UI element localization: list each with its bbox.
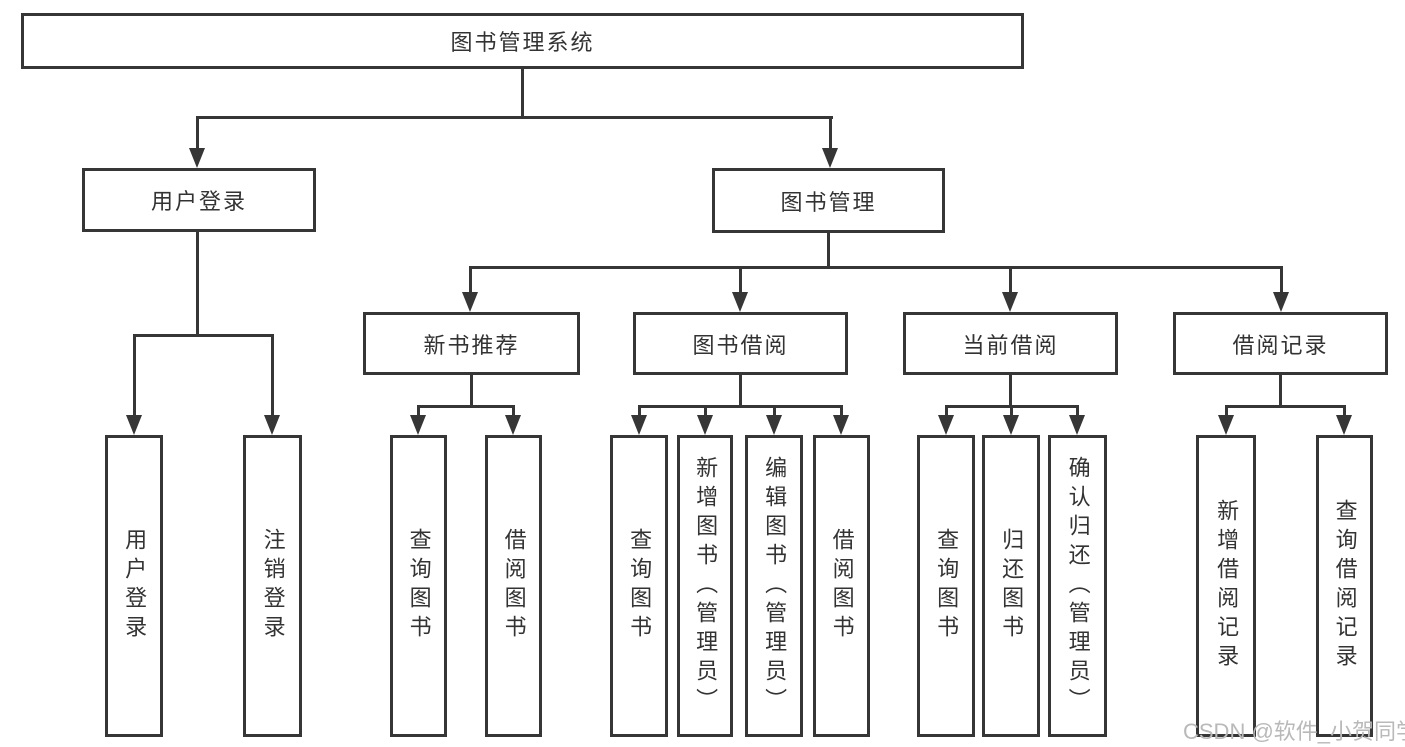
leaf-newbook-query-books-label: 查询图书 bbox=[406, 528, 432, 644]
node-borrow-records: 借阅记录 bbox=[1173, 312, 1388, 375]
leaf-current-confirm-return-label: 确认归还（管理员） bbox=[1065, 455, 1091, 717]
leaf-logout-login-label: 注销登录 bbox=[260, 528, 286, 644]
node-current-borrow: 当前借阅 bbox=[903, 312, 1118, 375]
leaf-borrow-borrow-books-label: 借阅图书 bbox=[829, 528, 855, 644]
leaf-borrow-add-books-label: 新增图书（管理员） bbox=[693, 455, 719, 717]
node-root-label: 图书管理系统 bbox=[450, 30, 595, 55]
connector-newbook-stem-2 bbox=[512, 405, 515, 419]
node-book-management-label: 图书管理 bbox=[780, 189, 877, 215]
connector-bookmgmt-hline bbox=[469, 266, 1283, 269]
leaf-current-query-books-label: 查询图书 bbox=[934, 528, 960, 644]
arrow-down-icon bbox=[264, 415, 280, 435]
connector-newbook-vline bbox=[470, 374, 473, 407]
csdn-watermark: CSDN @软件_小贺同学 bbox=[1183, 719, 1405, 744]
leaf-current-confirm-return: 确认归还（管理员） bbox=[1048, 435, 1107, 737]
node-book-borrow: 图书借阅 bbox=[633, 312, 848, 375]
node-user-login-label: 用户登录 bbox=[150, 189, 247, 214]
connector-currentborrow-vline bbox=[1009, 374, 1012, 407]
connector-bookborrow-hline bbox=[638, 405, 843, 408]
leaf-borrow-edit-books: 编辑图书（管理员） bbox=[745, 435, 803, 737]
connector-bookmgmt-stem-4 bbox=[1280, 266, 1283, 294]
leaf-user-login: 用户登录 bbox=[105, 435, 163, 737]
connector-bookmgmt-stem-3 bbox=[1009, 266, 1012, 294]
connector-userlogin-stem-1 bbox=[133, 334, 136, 418]
node-root: 图书管理系统 bbox=[21, 13, 1024, 69]
connector-borrowrecords-hline bbox=[1225, 405, 1346, 408]
connector-bookborrow-vline bbox=[739, 374, 742, 407]
leaf-user-login-label: 用户登录 bbox=[122, 528, 148, 644]
connector-borrowrecords-stem-1 bbox=[1225, 405, 1228, 419]
connector-bookborrow-stem-4 bbox=[840, 405, 843, 419]
connector-bookborrow-stem-1 bbox=[638, 405, 641, 419]
connector-userlogin-hline bbox=[133, 334, 274, 337]
leaf-borrow-add-books: 新增图书（管理员） bbox=[677, 435, 733, 737]
leaf-records-query-record-label: 查询借阅记录 bbox=[1332, 499, 1358, 673]
arrow-down-icon bbox=[1003, 415, 1019, 435]
leaf-borrow-query-books-label: 查询图书 bbox=[627, 528, 653, 644]
node-user-login: 用户登录 bbox=[82, 168, 316, 232]
arrow-down-icon bbox=[822, 148, 838, 168]
leaf-newbook-borrow-books: 借阅图书 bbox=[485, 435, 542, 737]
arrow-down-icon bbox=[833, 415, 849, 435]
node-new-book-recommend-label: 新书推荐 bbox=[423, 332, 520, 358]
connector-root-stem-left bbox=[196, 116, 199, 150]
arrow-down-icon bbox=[1273, 292, 1289, 312]
leaf-records-add-record: 新增借阅记录 bbox=[1196, 435, 1256, 737]
connector-bookmgmt-vline bbox=[827, 232, 830, 269]
node-new-book-recommend: 新书推荐 bbox=[363, 312, 580, 375]
arrow-down-icon bbox=[189, 148, 205, 168]
connector-root-hline bbox=[196, 116, 833, 119]
leaf-logout-login: 注销登录 bbox=[243, 435, 302, 737]
connector-root-stem-right bbox=[829, 116, 832, 150]
node-current-borrow-label: 当前借阅 bbox=[962, 332, 1059, 358]
leaf-borrow-edit-books-label: 编辑图书（管理员） bbox=[762, 455, 788, 717]
connector-currentborrow-stem-3 bbox=[1076, 405, 1079, 419]
leaf-newbook-query-books: 查询图书 bbox=[390, 435, 447, 737]
connector-currentborrow-stem-2 bbox=[1010, 405, 1013, 419]
arrow-down-icon bbox=[462, 292, 478, 312]
arrow-down-icon bbox=[732, 292, 748, 312]
leaf-current-return-books: 归还图书 bbox=[982, 435, 1040, 737]
connector-bookmgmt-stem-1 bbox=[469, 266, 472, 294]
connector-bookmgmt-stem-2 bbox=[739, 266, 742, 294]
leaf-records-add-record-label: 新增借阅记录 bbox=[1214, 499, 1240, 673]
arrow-down-icon bbox=[697, 415, 713, 435]
connector-newbook-stem-1 bbox=[417, 405, 420, 419]
arrow-down-icon bbox=[1336, 415, 1352, 435]
connector-bookborrow-stem-2 bbox=[704, 405, 707, 419]
arrow-down-icon bbox=[126, 415, 142, 435]
connector-userlogin-stem-2 bbox=[271, 334, 274, 418]
arrow-down-icon bbox=[1069, 415, 1085, 435]
arrow-down-icon bbox=[505, 415, 521, 435]
arrow-down-icon bbox=[410, 415, 426, 435]
arrow-down-icon bbox=[938, 415, 954, 435]
connector-bookborrow-stem-3 bbox=[773, 405, 776, 419]
leaf-borrow-borrow-books: 借阅图书 bbox=[813, 435, 870, 737]
leaf-borrow-query-books: 查询图书 bbox=[610, 435, 668, 737]
arrow-down-icon bbox=[1002, 292, 1018, 312]
leaf-current-query-books: 查询图书 bbox=[917, 435, 975, 737]
arrow-down-icon bbox=[631, 415, 647, 435]
connector-currentborrow-stem-1 bbox=[945, 405, 948, 419]
node-book-borrow-label: 图书借阅 bbox=[692, 332, 789, 358]
connector-borrowrecords-stem-2 bbox=[1343, 405, 1346, 419]
connector-root-vline bbox=[521, 68, 524, 119]
leaf-current-return-books-label: 归还图书 bbox=[999, 528, 1025, 644]
connector-userlogin-vline bbox=[196, 231, 199, 336]
node-book-management: 图书管理 bbox=[712, 168, 945, 233]
node-borrow-records-label: 借阅记录 bbox=[1232, 332, 1329, 358]
leaf-records-query-record: 查询借阅记录 bbox=[1316, 435, 1373, 737]
connector-newbook-hline bbox=[417, 405, 515, 408]
arrow-down-icon bbox=[766, 415, 782, 435]
arrow-down-icon bbox=[1218, 415, 1234, 435]
leaf-newbook-borrow-books-label: 借阅图书 bbox=[501, 528, 527, 644]
connector-borrowrecords-vline bbox=[1279, 374, 1282, 407]
